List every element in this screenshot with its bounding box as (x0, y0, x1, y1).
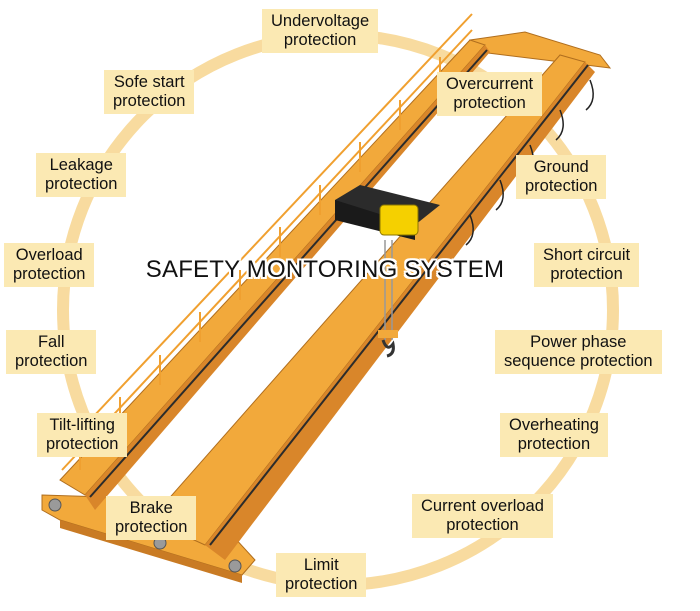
fall-protection-label: Fall protection (6, 330, 97, 374)
right-girder (149, 54, 586, 546)
label-line: Fall (37, 333, 65, 351)
power-phase-sequence-protection-label: Power phase sequence protection (495, 330, 662, 374)
overcurrent-protection-label: Overcurrent protection (437, 72, 543, 116)
page-title: SAFETY MONTORING SYSTEM (145, 256, 505, 283)
leakage-protection-label: Leakage protection (36, 153, 127, 197)
label-line: protection (13, 265, 86, 283)
right-end-truck (469, 31, 612, 69)
label-line: protection (517, 435, 591, 453)
label-line: protection (113, 92, 186, 110)
label-line: Overheating (509, 416, 599, 434)
tilt-lifting-protection-label: Tilt-lifting protection (37, 413, 128, 457)
wheel (228, 559, 242, 573)
label-line: protection (283, 31, 357, 49)
railing (61, 13, 473, 471)
label-line: protection (115, 518, 188, 536)
label-line: protection (46, 435, 119, 453)
label-line: Tilt-lifting (49, 416, 115, 434)
soft-start-protection-label: Sofe start protection (104, 70, 195, 114)
overload-protection-label: Overload protection (4, 243, 95, 287)
festoon-cable (465, 79, 594, 246)
label-line: Leakage (49, 156, 113, 174)
label-line: Current overload (421, 497, 544, 515)
label-line: protection (15, 352, 88, 370)
brake-protection-label: Brake protection (106, 496, 197, 540)
label-line: protection (550, 265, 623, 283)
label-line: Brake (129, 499, 173, 517)
label-line: protection (446, 516, 519, 534)
label-line: protection (285, 575, 358, 593)
label-line: protection (45, 175, 118, 193)
ground-protection-label: Ground protection (516, 155, 607, 199)
limit-protection-label: Limit protection (276, 553, 367, 597)
overheating-protection-label: Overheating protection (500, 413, 608, 457)
label-line: protection (453, 94, 526, 112)
label-line: Power phase (530, 333, 627, 351)
label-line: sequence protection (504, 352, 653, 370)
label-line: Undervoltage (271, 12, 370, 30)
label-line: protection (525, 177, 598, 195)
short-circuit-protection-label: Short circuit protection (534, 243, 640, 287)
label-line: Limit (303, 556, 339, 574)
crane-illustration (41, 13, 612, 583)
label-line: Sofe start (113, 73, 185, 91)
label-line: Short circuit (543, 246, 631, 264)
label-line: Overcurrent (446, 75, 534, 93)
current-overload-protection-label: Current overload protection (412, 494, 553, 538)
label-line: Overload (15, 246, 83, 264)
wheel (48, 498, 62, 512)
undervoltage-protection-label: Undervoltage protection (262, 9, 379, 53)
hoist-trolley (335, 185, 440, 358)
label-line: Ground (533, 158, 589, 176)
